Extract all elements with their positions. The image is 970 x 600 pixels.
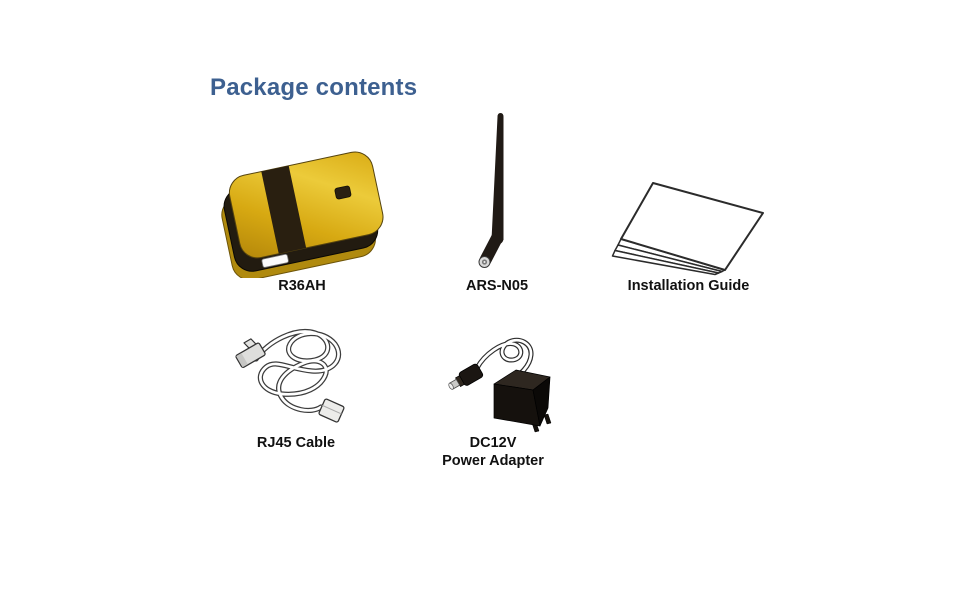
rj45-cable-label: RJ45 Cable bbox=[256, 435, 336, 451]
package-item-rj45-cable: RJ45 Cable bbox=[226, 315, 366, 452]
power-adapter-image bbox=[448, 337, 552, 433]
power-adapter-label-line1: DC12V bbox=[469, 435, 517, 451]
router-image bbox=[221, 151, 384, 278]
package-item-power-adapter: DC12V Power Adapter bbox=[424, 331, 562, 470]
installation-guide-label: Installation Guide bbox=[627, 278, 750, 294]
page-title: Package contents bbox=[210, 74, 418, 101]
power-adapter-label-line2: Power Adapter bbox=[442, 453, 544, 469]
router-label: R36AH bbox=[278, 278, 326, 294]
package-item-antenna: ARS-N05 bbox=[437, 110, 557, 295]
antenna-label: ARS-N05 bbox=[465, 278, 529, 294]
power-adapter-label: DC12V Power Adapter bbox=[424, 434, 562, 470]
antenna-image bbox=[478, 113, 504, 268]
package-item-installation-guide: Installation Guide bbox=[606, 175, 771, 295]
package-item-router: R36AH bbox=[213, 150, 391, 295]
rj45-cable-image bbox=[235, 329, 345, 423]
installation-guide-image bbox=[611, 182, 764, 276]
